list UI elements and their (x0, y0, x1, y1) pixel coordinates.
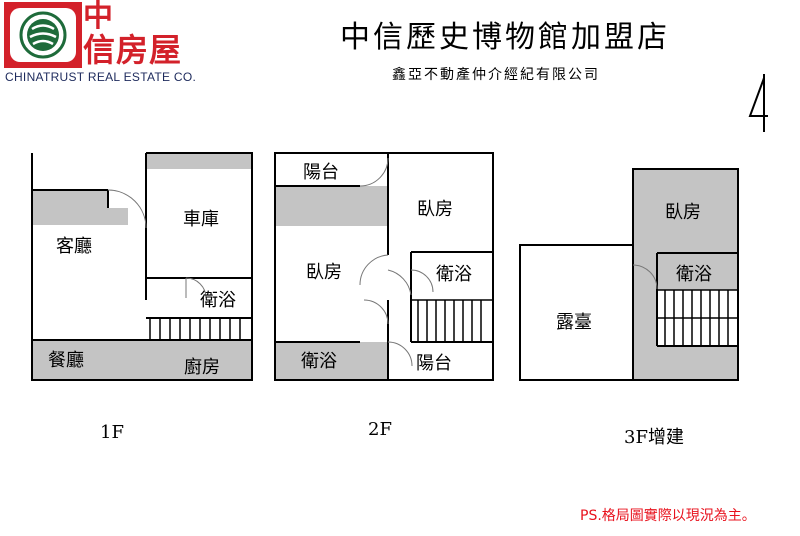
page-subtitle: 鑫亞不動產仲介經紀有限公司 (392, 67, 600, 83)
room-garage: 車庫 (183, 209, 219, 230)
logo-brand-cn: 中 信房屋 (83, 0, 183, 69)
room-bath: 衛浴 (200, 290, 236, 311)
floor-label-2f: 2F (368, 419, 392, 440)
floor-2f-plan: 陽台 臥房 臥房 衛浴 衛浴 陽台 (274, 152, 494, 381)
room-balcony-bottom: 陽台 (416, 353, 452, 374)
floor-3f-plan: 露臺 臥房 衛浴 (519, 168, 739, 381)
logo-brand-en: CHINATRUST REAL ESTATE CO. (5, 70, 197, 84)
room-bedroom-left: 臥房 (306, 262, 342, 283)
floor-label-1f: 1F (100, 422, 124, 443)
room-bedroom-3f: 臥房 (665, 202, 701, 223)
floor-label-3f: 3F增建 (624, 427, 684, 448)
room-bath-bottom: 衛浴 (301, 351, 337, 372)
room-bath-right: 衛浴 (436, 264, 472, 285)
room-terrace: 露臺 (556, 312, 592, 333)
room-bath-3f: 衛浴 (676, 264, 712, 285)
logo-emblem (4, 2, 82, 68)
logo-brand-line2: 信房屋 (83, 31, 183, 69)
room-bedroom-right: 臥房 (417, 199, 453, 220)
disclaimer-note: PS.格局圖實際以現況為主。 (580, 508, 756, 524)
room-balcony-top: 陽台 (303, 162, 339, 183)
north-arrow-icon (748, 74, 768, 132)
floor-1f-plan: 客廳 車庫 衛浴 餐廳 廚房 (31, 152, 253, 381)
room-kitchen: 廚房 (184, 356, 220, 378)
page-title: 中信歷史博物館加盟店 (340, 20, 670, 55)
logo-brand-line1: 中 (83, 0, 115, 34)
room-living: 客廳 (56, 236, 92, 257)
room-dining: 餐廳 (48, 350, 84, 371)
